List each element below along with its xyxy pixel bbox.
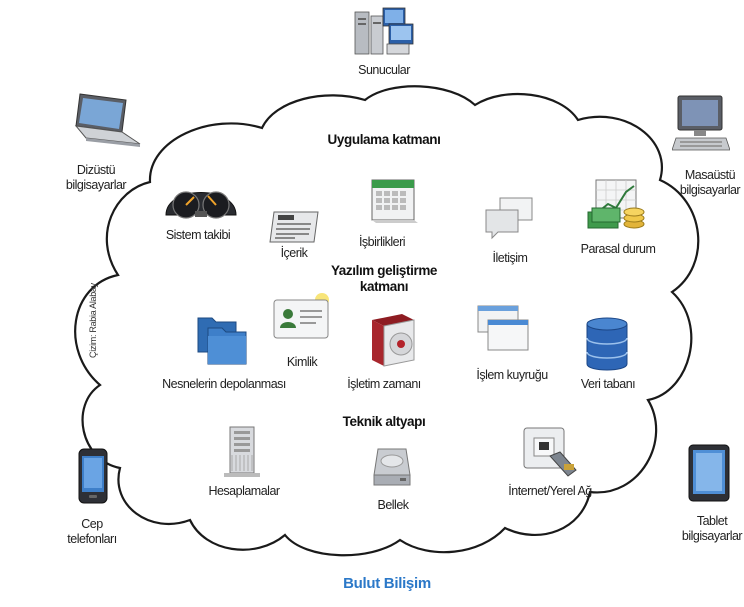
chat-bubbles-icon bbox=[485, 197, 533, 240]
laptop-icon bbox=[74, 93, 141, 147]
desktop-icon bbox=[672, 95, 730, 151]
servers-icon bbox=[354, 7, 414, 55]
server-tower-icon bbox=[224, 426, 260, 477]
finance-icon bbox=[587, 179, 645, 229]
item-runtime: İşletim zamanı bbox=[347, 377, 421, 391]
infrastructure-layer-title: Teknik altyapı bbox=[342, 414, 426, 429]
illustrator-credit: Çizim: Rabia Alabay bbox=[88, 283, 98, 358]
calendar-icon bbox=[371, 179, 418, 223]
phone-icon bbox=[78, 448, 108, 504]
hard-drive-icon bbox=[373, 448, 411, 486]
tablets-label: Tablet bilgisayarlar bbox=[681, 514, 743, 543]
id-card-icon bbox=[273, 293, 329, 339]
newspaper-icon bbox=[269, 211, 319, 243]
item-content: İçerik bbox=[280, 246, 308, 260]
laptops-label: Dizüstü bilgisayarlar bbox=[65, 163, 127, 192]
item-finance: Parasal durum bbox=[580, 242, 656, 256]
item-database: Veri tabanı bbox=[580, 377, 636, 391]
platform-layer-title: Yazılım geliştirme katmanı bbox=[330, 263, 438, 294]
item-collaboration: İşbirlikleri bbox=[358, 235, 406, 249]
software-box-icon bbox=[372, 314, 415, 367]
network-jack-icon bbox=[523, 427, 577, 477]
tablet-icon bbox=[688, 444, 730, 502]
figure-title: Bulut Bilişim bbox=[343, 575, 431, 592]
queue-windows-icon bbox=[477, 305, 529, 351]
folders-icon bbox=[197, 317, 247, 365]
phones-label: Cep telefonları bbox=[67, 517, 117, 546]
database-icon bbox=[586, 317, 628, 371]
desktops-label: Masaüstü bilgisayarlar bbox=[679, 168, 741, 197]
item-identity: Kimlik bbox=[286, 355, 318, 369]
servers-label: Sunucular bbox=[358, 63, 410, 77]
item-system-monitoring: Sistem takibi bbox=[165, 228, 231, 242]
item-storage: Bellek bbox=[377, 498, 409, 512]
item-object-storage: Nesnelerin depolanması bbox=[162, 377, 286, 391]
dashboard-icon bbox=[165, 191, 237, 219]
item-compute: Hesaplamalar bbox=[208, 484, 280, 498]
item-network: İnternet/Yerel Ağ bbox=[508, 484, 592, 498]
item-queue: İşlem kuyruğu bbox=[476, 368, 548, 382]
application-layer-title: Uygulama katmanı bbox=[327, 132, 441, 147]
item-communication: İletişim bbox=[492, 251, 528, 265]
